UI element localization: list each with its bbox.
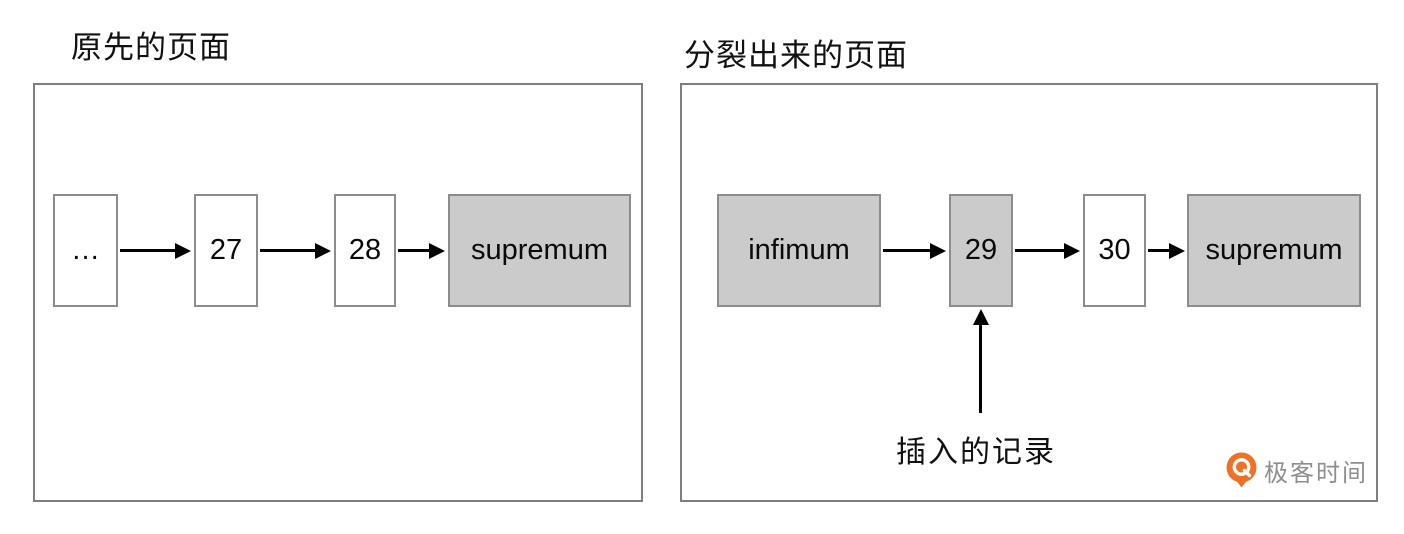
record-node-infimum: infimum — [717, 194, 881, 307]
original-page-panel: … 27 28 supremum — [33, 83, 643, 502]
split-page-panel: infimum 29 30 supremum 插入的记录 — [680, 83, 1378, 502]
arrow-right-icon — [120, 242, 191, 259]
record-node-label: supremum — [1205, 234, 1343, 266]
arrow-right-icon — [883, 242, 946, 259]
geektime-logo: 极客时间 — [1226, 452, 1368, 488]
geektime-logo-text: 极客时间 — [1264, 459, 1368, 487]
split-page-title: 分裂出来的页面 — [684, 38, 908, 73]
record-node-28: 28 — [334, 194, 396, 307]
record-node-label: 29 — [964, 234, 998, 266]
arrow-right-icon — [1148, 242, 1185, 259]
record-node-label: infimum — [748, 234, 850, 266]
record-node-27: 27 — [194, 194, 258, 307]
geektime-logo-icon — [1226, 452, 1257, 488]
record-node-30: 30 — [1083, 194, 1146, 307]
arrow-right-icon — [260, 242, 331, 259]
record-node-label: 30 — [1098, 234, 1131, 266]
inserted-record-annotation: 插入的记录 — [896, 436, 1056, 469]
original-page-title: 原先的页面 — [71, 30, 231, 65]
record-node-29: 29 — [949, 194, 1013, 307]
record-node-label: supremum — [471, 234, 608, 266]
record-node-label: … — [71, 234, 100, 266]
arrow-right-icon — [398, 242, 445, 259]
record-node-label: 28 — [348, 234, 382, 266]
arrow-right-icon — [1015, 242, 1080, 259]
record-node-label: 27 — [209, 234, 243, 266]
record-node-supremum: supremum — [448, 194, 631, 307]
record-node-supremum: supremum — [1187, 194, 1361, 307]
arrow-up-icon — [972, 309, 989, 413]
record-node-ellipsis: … — [53, 194, 118, 307]
